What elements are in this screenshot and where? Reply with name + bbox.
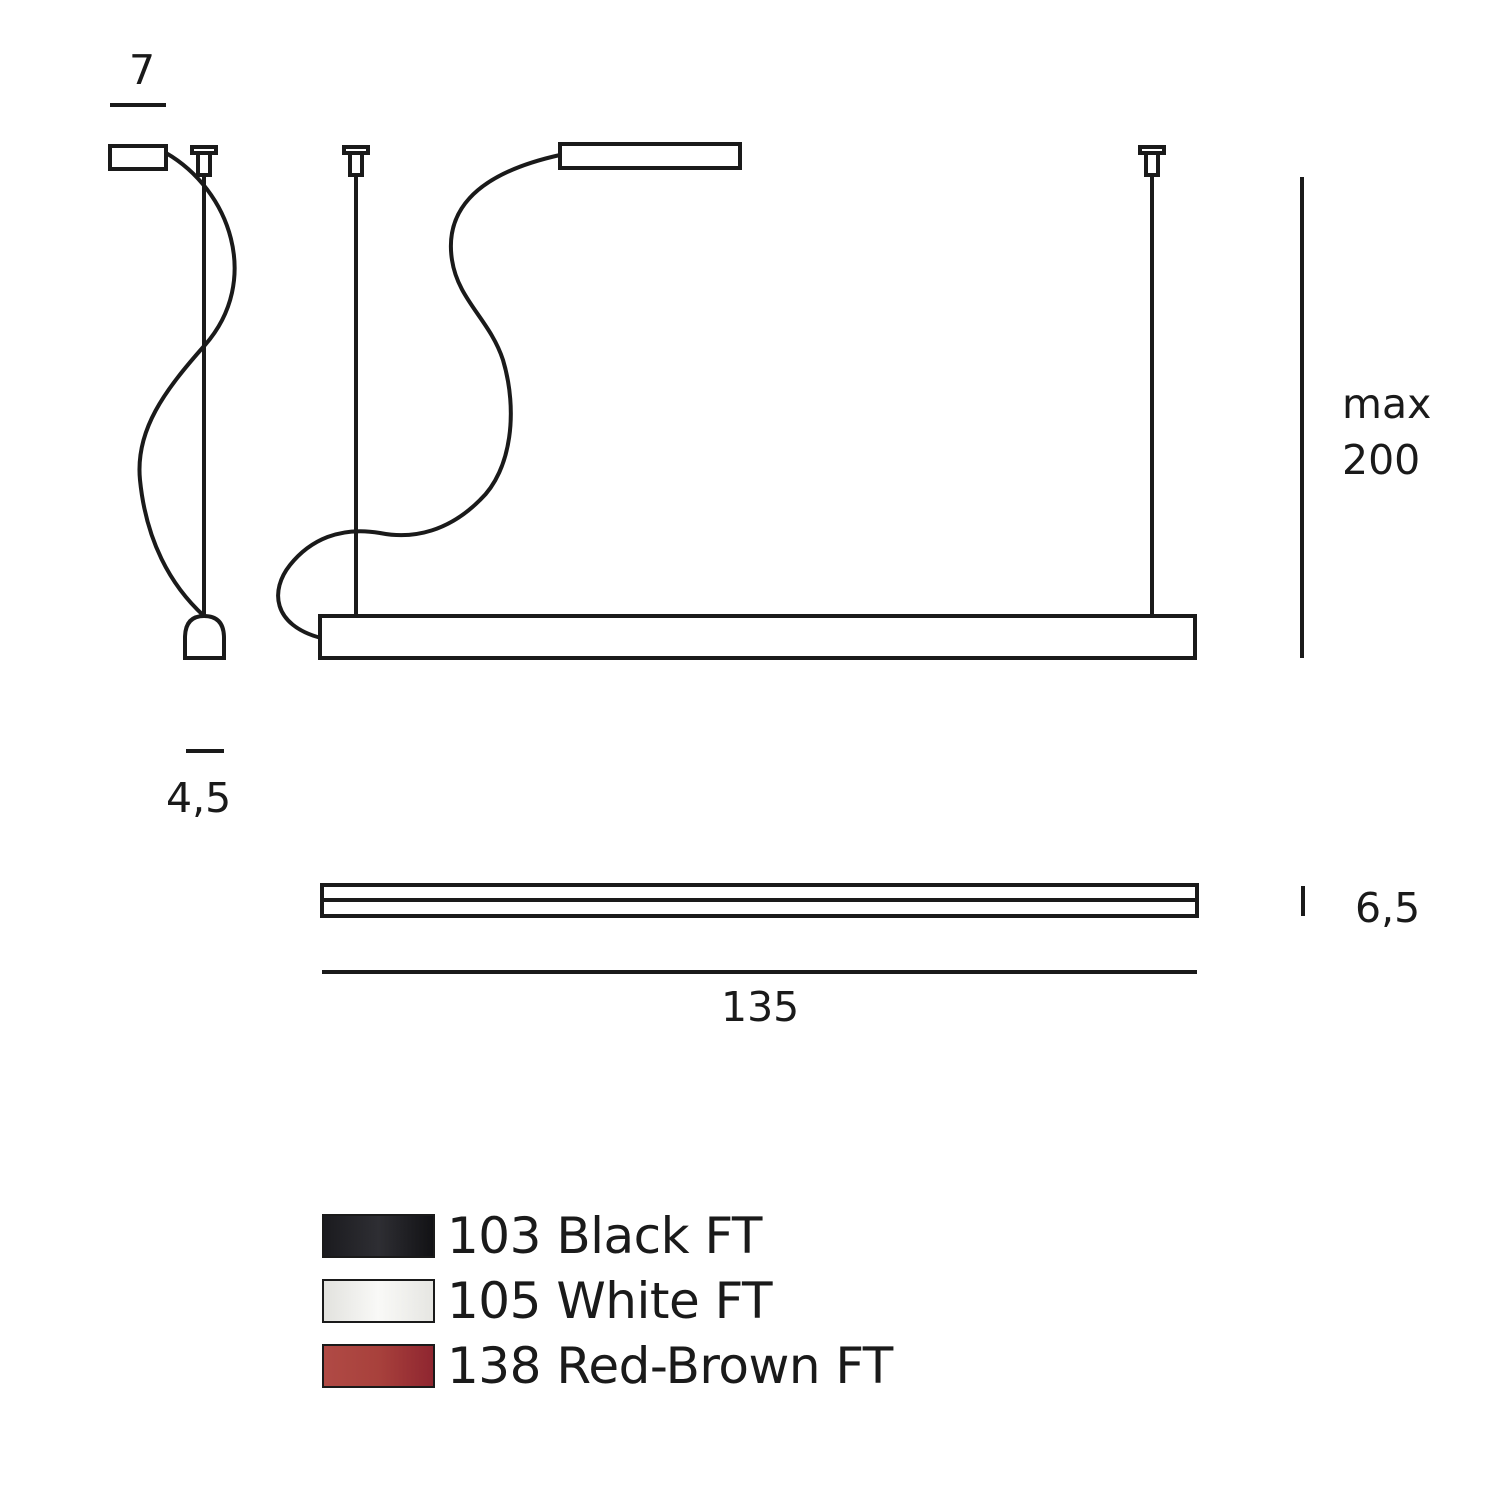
front-view xyxy=(276,142,1304,660)
side-power-cord xyxy=(137,151,237,618)
side-fixture-profile xyxy=(183,613,226,660)
finish-code: 138 xyxy=(447,1337,541,1395)
body-depth-label: 4,5 xyxy=(166,774,232,822)
finish-code: 105 xyxy=(447,1272,541,1330)
height-prefix-label: max xyxy=(1342,380,1432,428)
front-power-cord xyxy=(276,153,561,640)
finish-item: 138 Red-Brown FT xyxy=(322,1341,893,1391)
length-label: 135 xyxy=(721,983,800,1031)
front-fixture-body xyxy=(318,614,1197,660)
finish-name: Red-Brown FT xyxy=(556,1337,893,1395)
finish-item: 105 White FT xyxy=(322,1276,893,1326)
height-value-label: 200 xyxy=(1342,436,1421,484)
side-suspension-mount xyxy=(190,145,218,177)
height-label: max 200 xyxy=(1342,376,1431,488)
finish-legend: 103 Black FT 105 White FT 138 Red-Brown … xyxy=(322,1211,893,1407)
finish-name: Black FT xyxy=(556,1207,762,1265)
side-ceiling-canopy xyxy=(108,144,168,171)
front-right-suspension-mount xyxy=(1138,145,1166,177)
finish-code: 103 xyxy=(447,1207,541,1265)
finish-label: 103 Black FT xyxy=(447,1211,762,1261)
finish-name: White FT xyxy=(556,1272,773,1330)
finish-label: 138 Red-Brown FT xyxy=(447,1341,893,1391)
finish-label: 105 White FT xyxy=(447,1276,773,1326)
finish-item: 103 Black FT xyxy=(322,1211,893,1261)
canopy-width-label: 7 xyxy=(129,46,156,94)
finish-swatch-black xyxy=(322,1214,435,1258)
front-ceiling-canopy xyxy=(558,142,742,170)
side-view xyxy=(108,103,237,753)
bottom-view xyxy=(320,883,1305,974)
front-left-suspension-mount xyxy=(342,145,370,177)
body-height-label: 6,5 xyxy=(1355,884,1421,932)
finish-swatch-red-brown xyxy=(322,1344,435,1388)
finish-swatch-white xyxy=(322,1279,435,1323)
